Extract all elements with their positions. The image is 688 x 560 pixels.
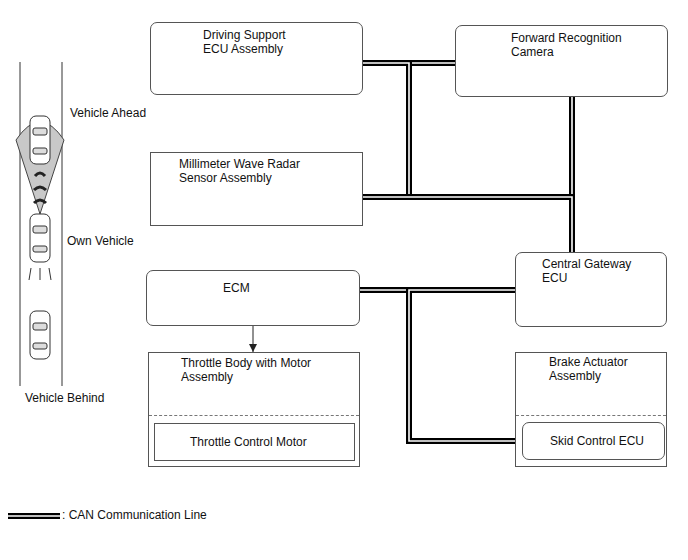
vehicle-label: Vehicle Behind [25,391,104,405]
ecu-box: Driving Support ECU Assembly [150,22,363,95]
box-label: Throttle Body with Motor Assembly [181,356,331,385]
box-label: Throttle Control Motor [190,435,350,449]
car-behind [30,311,50,359]
vehicle-label: Own Vehicle [67,234,134,248]
can-line [409,290,522,441]
dashed-divider [516,415,666,416]
radar-waves [34,173,46,203]
box-label: Brake Actuator Assembly [549,355,649,384]
ecu-box: Central Gateway ECU [515,252,667,327]
motion-lines [29,268,51,280]
ecu-box: Throttle Body with Motor AssemblyThrottl… [148,352,360,467]
ecu-box: Brake Actuator AssemblySkid Control ECU [515,352,667,467]
box-label: Central Gateway ECU [542,257,642,286]
box-label: Forward Recognition Camera [511,31,626,60]
dashed-divider [149,415,359,416]
box-label: Driving Support ECU Assembly [203,28,313,57]
legend-line-sample [8,516,60,517]
component-box: Skid Control ECU [522,422,665,460]
legend-text: : CAN Communication Line [62,508,207,522]
road-edge [62,62,63,386]
car-ahead [30,116,50,164]
box-label: Millimeter Wave Radar Sensor Assembly [179,157,329,186]
ecu-box: Millimeter Wave Radar Sensor Assembly [150,152,363,226]
vehicle-label: Vehicle Ahead [70,106,146,120]
box-label: ECM [223,281,303,295]
own-car [30,214,50,262]
component-box: Throttle Control Motor [154,423,355,461]
road-edge [20,62,21,386]
box-label: Skid Control ECU [550,434,660,448]
can-line [363,197,572,252]
ecu-box: ECM [146,270,360,326]
control-arrow [253,326,254,352]
ecu-box: Forward Recognition Camera [455,25,668,97]
